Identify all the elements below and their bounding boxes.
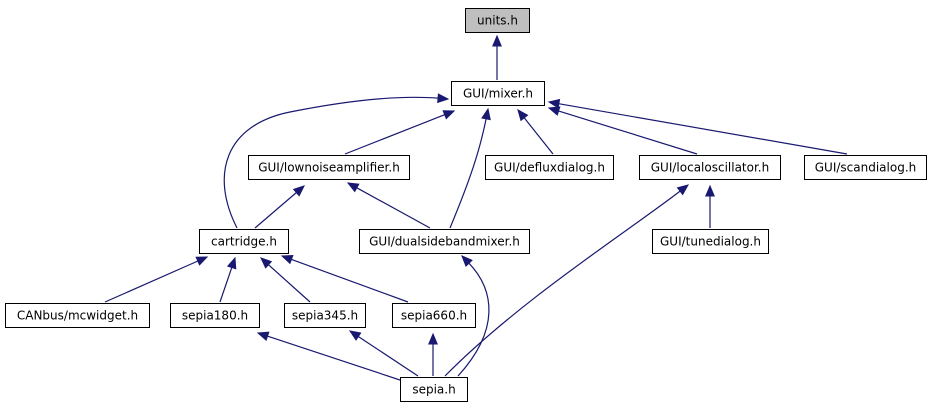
node-canbus[interactable]: CANbus/mcwidget.h <box>5 303 150 328</box>
edge-line <box>104 260 200 303</box>
arrow-head-icon <box>348 330 362 341</box>
edge-sepia-to-dsb <box>457 255 490 377</box>
node-sepia[interactable]: sepia.h <box>400 377 468 402</box>
node-box <box>170 303 260 328</box>
edge-line <box>219 266 233 303</box>
edge-line <box>357 335 419 377</box>
node-dsb[interactable]: GUI/dualsidebandmixer.h <box>359 229 530 254</box>
arrow-head-icon <box>547 98 561 109</box>
edge-dsb-to-lna <box>346 182 431 229</box>
edge-cartridge-to-lna <box>254 185 305 229</box>
arrow-head-icon <box>195 256 209 266</box>
node-label: GUI/dualsidebandmixer.h <box>369 235 520 249</box>
edge-scan-to-mixer <box>547 98 848 155</box>
arrow-head-icon <box>292 185 305 197</box>
arrow-head-icon <box>346 182 360 193</box>
edge-canbus-to-cartridge <box>104 256 209 303</box>
node-mixer[interactable]: GUI/mixer.h <box>451 81 545 106</box>
arrow-head-icon <box>492 34 502 47</box>
arrow-head-icon <box>428 332 438 345</box>
arrow-head-icon <box>442 110 456 120</box>
node-box <box>392 303 476 328</box>
edge-line <box>344 113 446 155</box>
edge-dsb-to-mixer <box>449 107 491 229</box>
arrow-head-icon <box>481 107 491 121</box>
arrow-head-icon <box>260 257 273 269</box>
node-deflux[interactable]: GUI/defluxdialog.h <box>485 155 614 180</box>
edge-line <box>444 190 682 377</box>
edge-lo-to-mixer <box>547 106 698 155</box>
node-label: sepia345.h <box>292 309 358 323</box>
edge-line <box>449 117 487 229</box>
edge-sepia-to-s345 <box>348 330 419 377</box>
arrow-head-icon <box>517 108 529 122</box>
edge-line <box>557 102 848 155</box>
edge-line <box>266 335 404 382</box>
edge-sepia-to-s660 <box>428 332 438 376</box>
node-units: units.h <box>465 8 530 33</box>
node-scan[interactable]: GUI/scandialog.h <box>804 155 927 180</box>
arrow-head-icon <box>547 106 561 116</box>
node-lna[interactable]: GUI/lownoiseamplifier.h <box>248 155 410 180</box>
node-label: sepia.h <box>412 383 455 397</box>
arrow-head-icon <box>226 256 237 270</box>
arrow-head-icon <box>705 184 715 197</box>
node-label: CANbus/mcwidget.h <box>17 309 138 323</box>
edge-s660-to-cartridge <box>280 254 409 303</box>
edges-layer <box>104 34 848 382</box>
edge-s180-to-cartridge <box>219 256 237 303</box>
node-box <box>485 155 614 180</box>
node-label: cartridge.h <box>211 235 277 249</box>
node-label: sepia660.h <box>401 309 467 323</box>
edge-line <box>290 258 409 303</box>
edge-line <box>557 110 698 155</box>
node-label: GUI/localoscillator.h <box>651 161 769 175</box>
arrow-head-icon <box>256 331 270 342</box>
node-box <box>804 155 927 180</box>
node-tune[interactable]: GUI/tunedialog.h <box>652 229 769 254</box>
node-s345[interactable]: sepia345.h <box>284 303 366 328</box>
edge-line <box>254 191 298 229</box>
node-box <box>199 229 289 254</box>
edge-line <box>267 263 311 303</box>
node-label: sepia180.h <box>182 309 248 323</box>
node-s180[interactable]: sepia180.h <box>170 303 260 328</box>
node-label: units.h <box>477 14 518 28</box>
node-label: GUI/lownoiseamplifier.h <box>258 161 400 175</box>
edge-sepia-to-lo <box>444 184 690 377</box>
node-label: GUI/mixer.h <box>463 87 533 101</box>
edge-lna-to-mixer <box>344 110 456 155</box>
node-label: GUI/scandialog.h <box>815 161 917 175</box>
node-box <box>652 229 769 254</box>
edge-deflux-to-mixer <box>517 108 554 155</box>
nodes-layer: units.hGUI/mixer.hGUI/lownoiseamplifier.… <box>5 8 927 402</box>
node-box <box>359 229 530 254</box>
node-box <box>639 155 781 180</box>
edge-line <box>355 186 431 229</box>
edge-mixer-to-units <box>492 34 502 80</box>
edge-cartridge-to-mixer <box>223 93 450 229</box>
edge-sepia-to-s180 <box>256 331 404 382</box>
node-cartridge[interactable]: cartridge.h <box>199 229 289 254</box>
node-box <box>465 8 530 33</box>
edge-tune-to-lo <box>705 184 715 228</box>
node-label: GUI/defluxdialog.h <box>494 161 605 175</box>
node-box <box>451 81 545 106</box>
node-label: GUI/tunedialog.h <box>660 235 761 249</box>
arrow-head-icon <box>437 93 450 104</box>
node-box <box>5 303 150 328</box>
edge-s345-to-cartridge <box>260 257 311 303</box>
arrow-head-icon <box>280 254 294 265</box>
arrow-head-icon <box>676 184 690 196</box>
node-lo[interactable]: GUI/localoscillator.h <box>639 155 781 180</box>
edge-line <box>223 96 440 229</box>
node-box <box>248 155 410 180</box>
node-s660[interactable]: sepia660.h <box>392 303 476 328</box>
node-box <box>400 377 468 402</box>
node-box <box>284 303 366 328</box>
edge-line <box>523 116 554 155</box>
arrow-head-icon <box>461 255 473 267</box>
edge-line <box>457 262 490 377</box>
